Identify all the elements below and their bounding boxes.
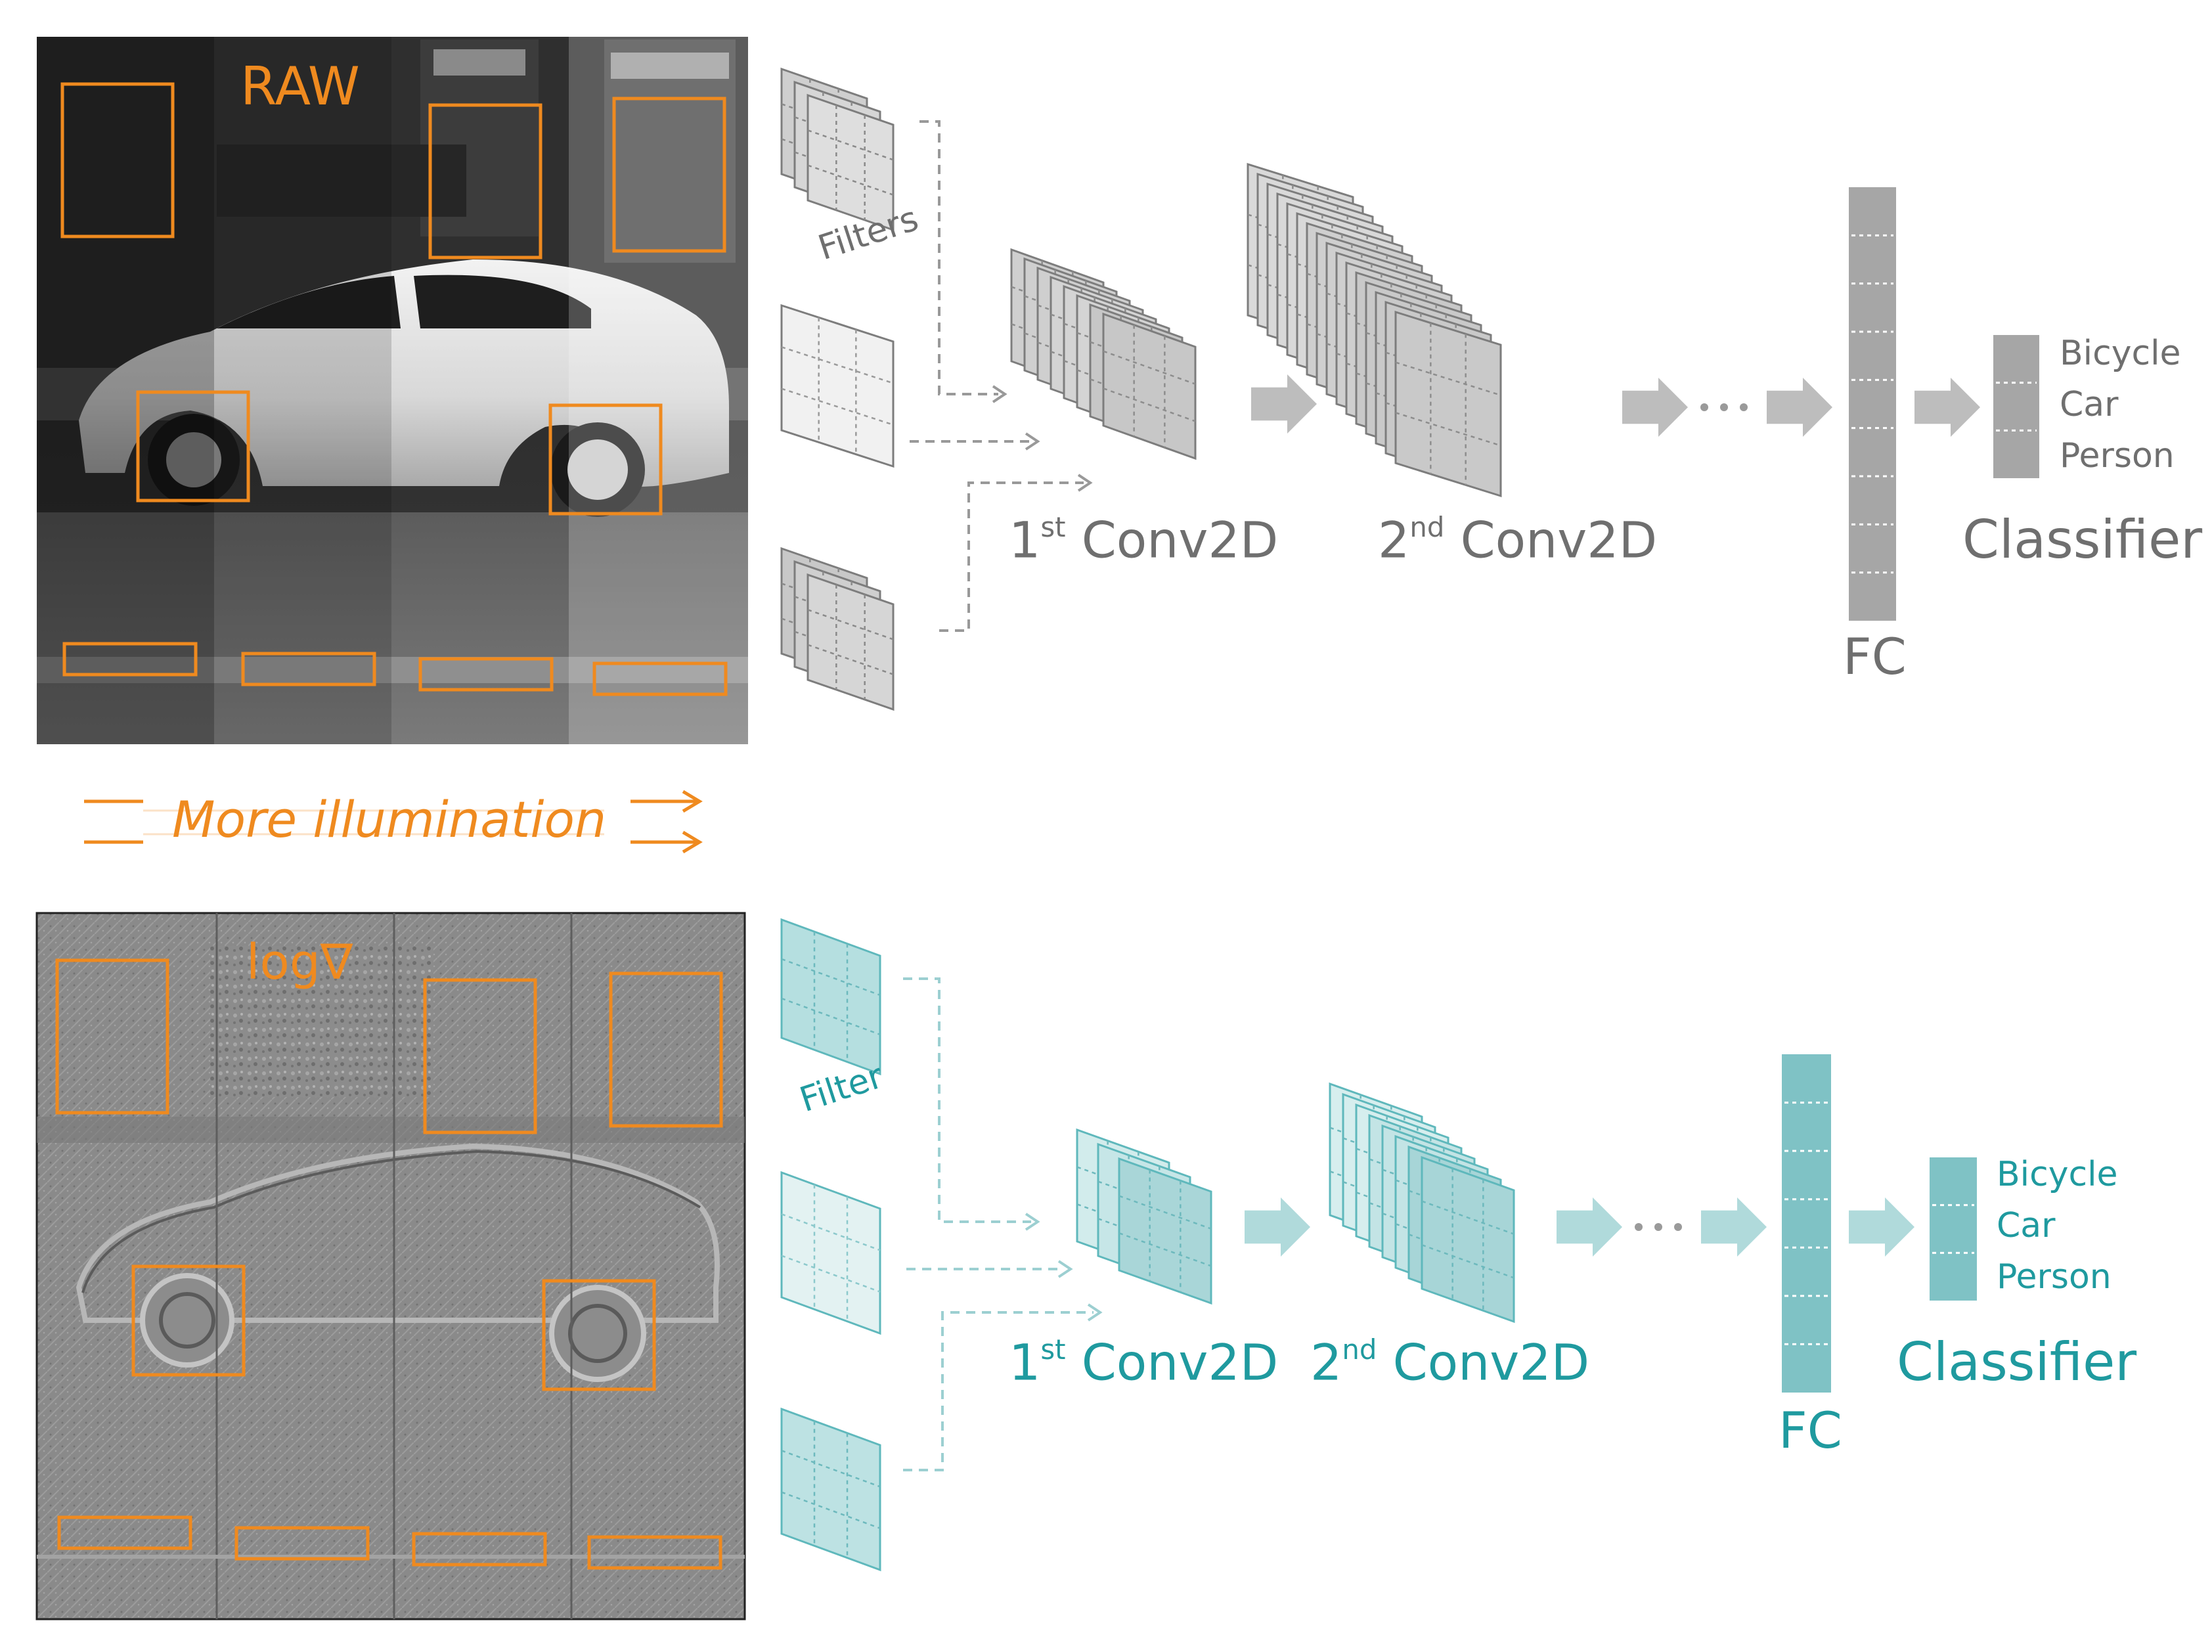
dashed-connector-1 xyxy=(919,120,1007,403)
log-gradient-image xyxy=(35,912,746,1620)
filter-stack-1 xyxy=(780,67,895,232)
class-bottom-bicycle: Bicycle xyxy=(1997,1155,2118,1194)
block-arrow-top-3 xyxy=(1767,378,1832,437)
conv1-bottom-label: 1st Conv2D xyxy=(1009,1336,1278,1387)
class-bottom-person: Person xyxy=(1997,1257,2112,1297)
dashed-connector-teal-1 xyxy=(903,977,1040,1231)
fc-top-label: FC xyxy=(1843,627,1907,686)
conv1-top-sup: st xyxy=(1040,511,1066,543)
filter-stack-3 xyxy=(780,547,895,711)
block-arrow-bottom-4 xyxy=(1849,1197,1914,1257)
dashed-connector-2 xyxy=(910,432,1040,451)
block-arrow-top-1 xyxy=(1251,374,1317,434)
block-arrow-bottom-3 xyxy=(1701,1197,1767,1257)
classifier-bottom-label: Classifier xyxy=(1897,1331,2137,1393)
raw-image xyxy=(37,37,748,744)
conv2-top-sup: nd xyxy=(1409,511,1445,543)
block-arrow-bottom-2 xyxy=(1557,1197,1622,1257)
filter-stack-teal-1 xyxy=(780,918,881,1076)
conv1-bottom-num: 1 xyxy=(1009,1333,1041,1392)
dashed-connector-teal-3 xyxy=(903,1303,1103,1471)
conv2-top-label: 2nd Conv2D xyxy=(1378,514,1657,565)
ellipsis-top-icon xyxy=(1700,403,1748,411)
cnn-top-pipeline xyxy=(780,67,2039,711)
filter-stack-teal-3 xyxy=(780,1407,881,1572)
conv1-bottom-stack xyxy=(1076,1128,1212,1305)
conv1-bottom-text: Conv2D xyxy=(1081,1333,1279,1392)
dashed-connector-teal-2 xyxy=(906,1260,1073,1278)
conv2-top-num: 2 xyxy=(1378,510,1410,569)
detection-boxes-raw xyxy=(60,82,728,696)
conv2-top-stack xyxy=(1247,162,1502,498)
conv2-bottom-sup: nd xyxy=(1342,1333,1377,1366)
raw-label: RAW xyxy=(240,56,360,117)
fc-bottom-icon xyxy=(1782,1054,1831,1393)
conv2-bottom-num: 2 xyxy=(1310,1333,1342,1392)
class-bottom-car: Car xyxy=(1997,1206,2056,1245)
class-top-person: Person xyxy=(2060,436,2175,476)
fc-bottom-label: FC xyxy=(1779,1401,1842,1460)
conv1-top-num: 1 xyxy=(1009,510,1041,569)
filter-stack-2 xyxy=(780,303,895,468)
class-top-car: Car xyxy=(2060,385,2119,424)
class-top-bicycle: Bicycle xyxy=(2060,334,2181,373)
classifier-bottom-icon xyxy=(1930,1157,1977,1301)
classifier-top-icon xyxy=(1993,335,2039,478)
detection-boxes-log xyxy=(55,958,723,1570)
conv2-bottom-text: Conv2D xyxy=(1392,1333,1590,1392)
block-arrow-top-2 xyxy=(1622,378,1688,437)
conv1-top-stack xyxy=(1010,248,1197,460)
log-gradient-label: log∇ xyxy=(246,934,353,991)
block-arrow-bottom-1 xyxy=(1245,1197,1310,1257)
filter-stack-teal-2 xyxy=(780,1171,881,1335)
conv1-top-label: 1st Conv2D xyxy=(1009,514,1278,565)
fc-top-icon xyxy=(1849,187,1896,621)
illumination-arrow-icon xyxy=(84,790,703,854)
block-arrow-top-4 xyxy=(1914,378,1980,437)
ellipsis-bottom-icon xyxy=(1635,1223,1682,1231)
conv2-bottom-stack xyxy=(1329,1082,1515,1324)
classifier-top-label: Classifier xyxy=(1962,509,2203,570)
conv2-bottom-label: 2nd Conv2D xyxy=(1310,1336,1589,1387)
conv1-top-text: Conv2D xyxy=(1081,510,1279,569)
conv2-top-text: Conv2D xyxy=(1460,510,1658,569)
cnn-bottom-pipeline xyxy=(780,918,1977,1572)
more-illumination-label: More illumination xyxy=(172,790,607,849)
conv1-bottom-sup: st xyxy=(1040,1333,1066,1366)
dashed-connector-3 xyxy=(939,474,1093,632)
